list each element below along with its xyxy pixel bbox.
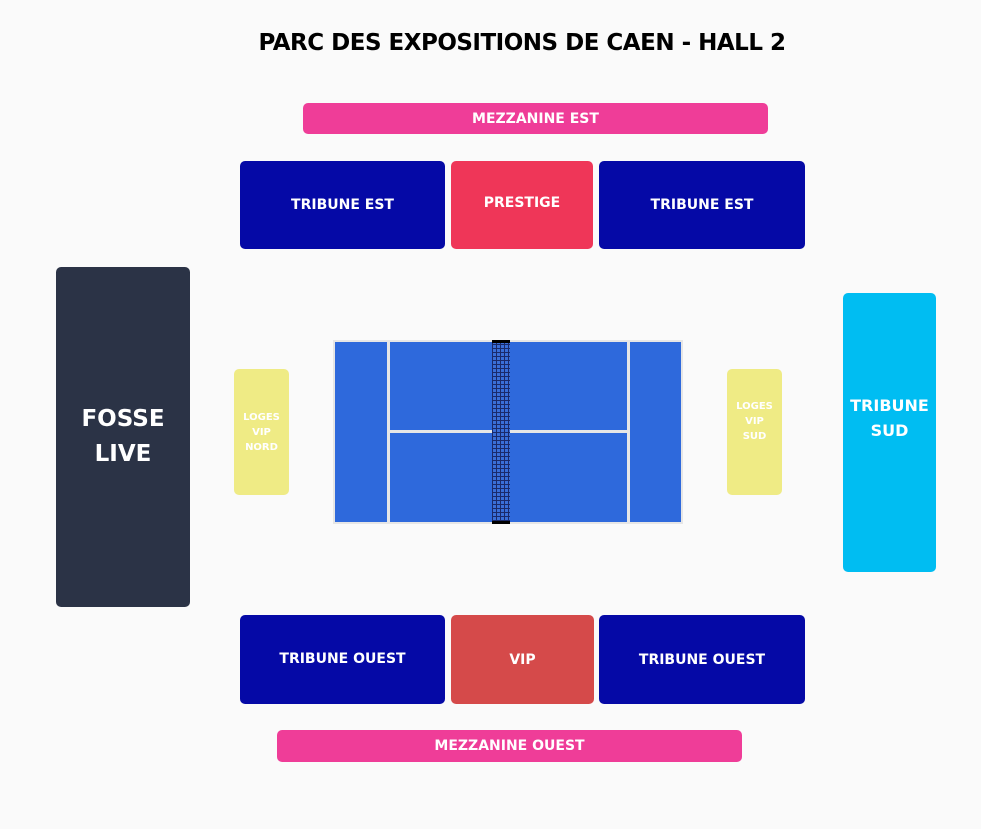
venue-title: PARC DES EXPOSITIONS DE CAEN - HALL 2 <box>258 30 787 56</box>
zone-loges-vip-nord[interactable]: LOGES VIP NORD <box>234 369 289 495</box>
zone-loges-vip-sud[interactable]: LOGES VIP SUD <box>727 369 782 495</box>
zone-fosse-live[interactable]: FOSSE LIVE <box>56 267 190 607</box>
zone-label-line2: VIP <box>252 426 271 438</box>
zone-label-line1: TRIBUNE <box>850 395 929 415</box>
court-service-line-left <box>387 342 390 522</box>
zone-label-line2: SUD <box>870 420 909 440</box>
padel-court <box>333 340 683 524</box>
zone-label-line2: LIVE <box>94 441 152 467</box>
court-service-line-right <box>627 342 630 522</box>
zone-label-line2: VIP <box>745 415 764 427</box>
zone-label: MEZZANINE OUEST <box>434 738 585 754</box>
zone-label: TRIBUNE EST <box>650 197 754 213</box>
zone-label-line1: LOGES <box>736 400 773 412</box>
zone-label: TRIBUNE OUEST <box>638 651 766 668</box>
zone-tribune-ouest-right[interactable]: TRIBUNE OUEST <box>599 615 805 704</box>
zone-label: VIP <box>509 651 536 668</box>
zone-label-line1: LOGES <box>243 411 280 423</box>
zone-tribune-sud[interactable]: TRIBUNE SUD <box>843 293 936 572</box>
zone-tribune-est-right[interactable]: TRIBUNE EST <box>599 161 805 249</box>
zone-mezzanine-ouest[interactable]: MEZZANINE OUEST <box>277 730 742 762</box>
zone-vip[interactable]: VIP <box>451 615 594 704</box>
zone-prestige[interactable]: PRESTIGE <box>451 161 593 249</box>
zone-label: TRIBUNE OUEST <box>279 651 406 667</box>
zone-label-line3: NORD <box>245 441 278 453</box>
court-net <box>492 340 510 524</box>
zone-mezzanine-est[interactable]: MEZZANINE EST <box>303 103 768 134</box>
zone-label-line1: FOSSE <box>81 406 165 432</box>
zone-label: MEZZANINE EST <box>472 110 599 127</box>
zone-label: PRESTIGE <box>483 195 561 211</box>
zone-label: TRIBUNE EST <box>291 197 394 213</box>
zone-label-line3: SUD <box>742 430 767 442</box>
zone-tribune-ouest-left[interactable]: TRIBUNE OUEST <box>240 615 445 704</box>
zone-tribune-est-left[interactable]: TRIBUNE EST <box>240 161 445 249</box>
